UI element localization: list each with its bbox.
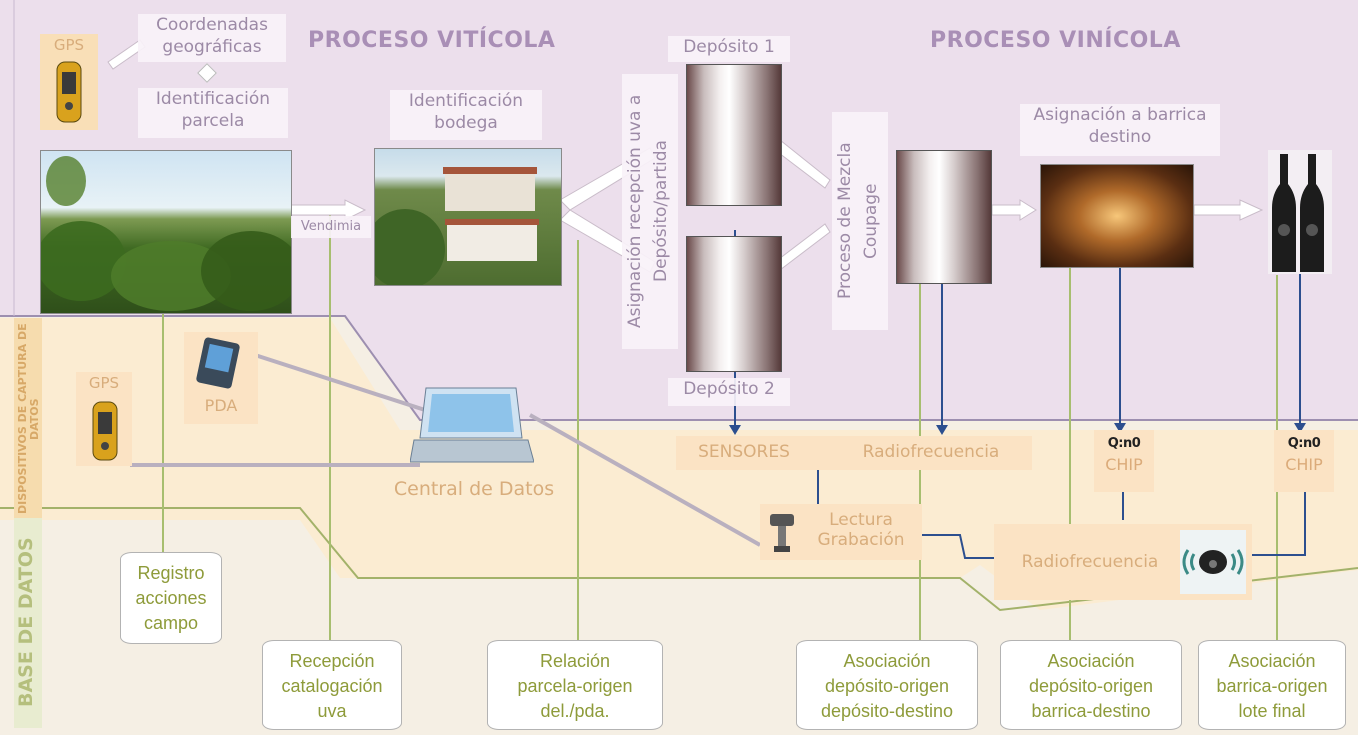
asignacion-barrica-label: Asignación a barrica destino — [1020, 104, 1220, 156]
band-divider-bottom — [0, 507, 1358, 612]
vineyard-photo — [40, 150, 292, 314]
chip-botella: Q:n0 CHIP — [1274, 430, 1334, 492]
chip-barrica: Q:n0 CHIP — [1094, 430, 1154, 492]
radiofrecuencia-top-label: Radiofrecuencia — [862, 442, 1000, 462]
vendimia-label: Vendimia — [291, 216, 371, 238]
gps-bottom-label: GPS — [88, 374, 120, 392]
band-divider-top — [0, 315, 1358, 421]
gps-icon — [56, 61, 82, 123]
asignacion-recepcion-label: Asignación recepción uva a Depósito/part… — [622, 74, 678, 349]
barrel-cellar-photo — [1040, 164, 1194, 268]
sensores-label: SENSORES — [698, 442, 790, 462]
title-proceso-viticola: PROCESO VITÍCOLA — [308, 28, 556, 53]
chip-logo-icon: Q:n0 — [1107, 436, 1141, 451]
deposito1-tank — [686, 64, 782, 206]
arrow-barrica-botella — [1193, 199, 1264, 221]
pda-device: PDA — [184, 332, 258, 424]
barcode-reader-icon — [770, 514, 794, 552]
gps-top-label: GPS — [53, 36, 85, 54]
vine-leaves-art — [41, 156, 291, 311]
deposito1-label: Depósito 1 — [668, 36, 790, 62]
gps-device-top: GPS — [40, 34, 98, 130]
rfid-antenna-icon — [1180, 530, 1246, 594]
link-pda-central — [254, 353, 426, 412]
arrowhead — [936, 425, 948, 435]
identificacion-bodega-label: Identificación bodega — [390, 90, 542, 140]
arrowhead — [729, 425, 741, 435]
link-central-lector — [529, 413, 761, 547]
central-datos-label: Central de Datos — [393, 478, 555, 500]
blue-chip2-radio — [1252, 490, 1306, 556]
chip-label: CHIP — [1105, 455, 1143, 474]
winery-building-art — [375, 167, 539, 285]
arrow-mezcla-barrica — [991, 199, 1037, 221]
dispositivos-label: DISPOSITIVOS DE CAPTURA DE DATOS — [16, 323, 41, 515]
gps-icon — [92, 401, 118, 461]
title-proceso-vinicola: PROCESO VINÍCOLA — [930, 28, 1181, 53]
base-datos-side-bar — [14, 518, 42, 728]
wine-bottle-icon — [1272, 154, 1324, 272]
chip-label: CHIP — [1285, 455, 1323, 474]
radiofrecuencia-bottom-box: Radiofrecuencia — [994, 524, 1252, 600]
arrow-vendimia — [288, 199, 367, 221]
proceso-mezcla-label: Proceso de Mezcla Coupage — [832, 112, 888, 330]
sensores-radio-box — [676, 436, 1032, 470]
dispositivos-side-bar — [14, 318, 42, 518]
pda-label: PDA — [204, 396, 238, 415]
pda-icon — [196, 337, 240, 389]
arrow-dep2-mezcla — [774, 223, 831, 271]
arrowhead — [1294, 423, 1306, 433]
arrow-dep1-mezcla — [774, 139, 831, 189]
laptop-icon — [409, 384, 535, 468]
wine-bottles-photo — [1268, 150, 1332, 274]
deposito2-tank — [686, 236, 782, 372]
blue-lector-radio — [920, 534, 995, 559]
mezcla-tank — [896, 150, 992, 284]
gps-device-bottom: GPS — [76, 372, 132, 466]
identificacion-parcela-label: Identificación parcela — [138, 88, 288, 138]
winery-photo — [374, 148, 562, 286]
base-datos-label: BASE DE DATOS — [15, 537, 37, 708]
deposito2-label: Depósito 2 — [668, 378, 790, 406]
chip-logo-icon: Q:n0 — [1287, 436, 1321, 451]
radiofrecuencia-bottom-label: Radiofrecuencia — [1021, 552, 1159, 572]
laptop-art — [409, 387, 535, 463]
arrowhead — [1114, 423, 1126, 433]
coordenadas-label: Coordenadas geográficas — [138, 14, 286, 62]
